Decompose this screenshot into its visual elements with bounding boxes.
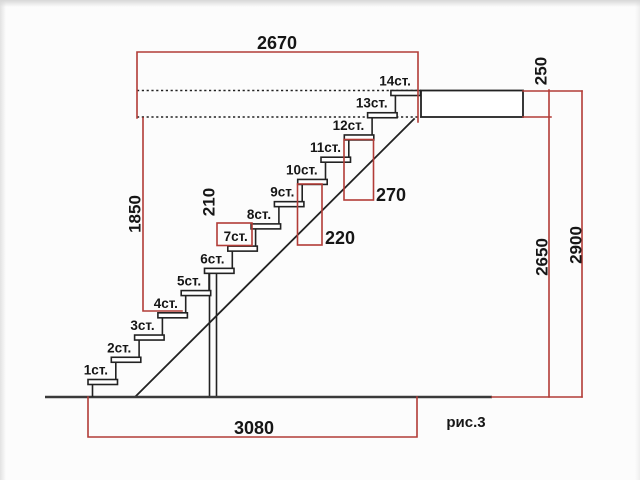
dim-220-value: 220 (325, 228, 355, 248)
step-label: 2ст. (107, 340, 131, 355)
dim-3080-line (87, 396, 418, 438)
step-tread (157, 312, 189, 319)
stringer-diagonal (134, 117, 416, 398)
dim-2650-value: 2650 (533, 238, 552, 276)
dim-220-box (296, 183, 323, 246)
dim-250-value: 250 (532, 57, 551, 85)
dim-270-box (343, 138, 375, 201)
step-label: 7ст. (224, 229, 248, 244)
step-label: 4ст. (154, 296, 178, 311)
step-label: 10ст. (286, 162, 318, 177)
dim-3080-value: 3080 (234, 418, 274, 438)
dim-210-value: 210 (200, 188, 219, 216)
floor-slab (420, 89, 524, 118)
step-tread (227, 245, 259, 252)
step-label: 12ст. (333, 118, 365, 133)
step-tread (273, 200, 305, 208)
dim-2670-line (136, 51, 419, 123)
step-tread (250, 223, 282, 230)
dim-1850-value: 1850 (126, 195, 145, 233)
dim-2670-value: 2670 (257, 33, 297, 53)
step-tread (133, 334, 165, 341)
step-label: 3ст. (130, 318, 154, 333)
step-tread (180, 289, 212, 297)
step-label: 11ст. (310, 140, 341, 155)
step-tread (320, 156, 352, 163)
step-tread (203, 267, 235, 275)
step-tread (110, 356, 142, 364)
step-tread (390, 89, 422, 97)
dimension-lines (87, 51, 583, 438)
steps-group: 1ст. 2ст. 3ст.4ст. 5ст. 6ст.7ст. 8ст. 9ст. 10ст… (84, 74, 422, 397)
step-label: 6ст. (200, 251, 224, 266)
dim-210-box (216, 222, 253, 247)
step-label: 9ст. (270, 185, 294, 200)
dim-1850-line (142, 117, 183, 312)
step-tread (366, 111, 398, 119)
step-label: 14ст. (379, 74, 411, 89)
step-label: 8ст. (247, 207, 271, 222)
step-tread (87, 378, 119, 386)
step-label: 1ст. (84, 363, 108, 378)
dim-250-extensions (522, 90, 583, 118)
figure-caption: рис.3 (446, 414, 485, 431)
dim-270-value: 270 (376, 185, 406, 205)
dim-2900-value: 2900 (567, 226, 586, 264)
step-label: 13ст. (356, 96, 388, 111)
step-label: 5ст. (177, 274, 201, 289)
